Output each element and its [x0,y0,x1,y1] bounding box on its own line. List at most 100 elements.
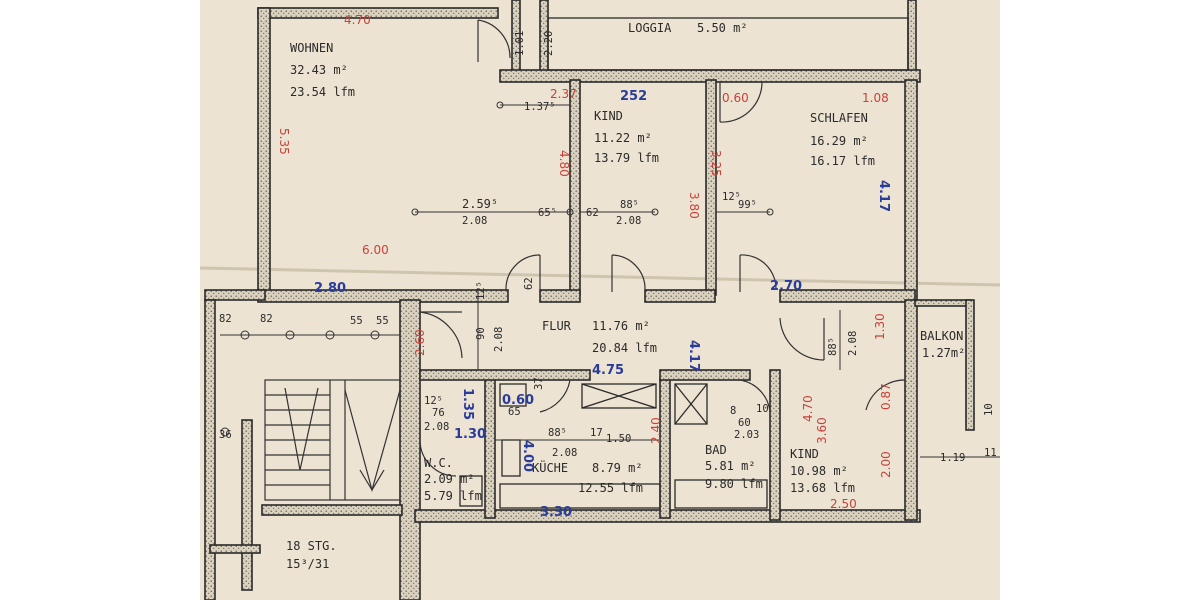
bad-area: 5.81 m² [705,459,756,473]
dim-37: 37 [533,377,545,390]
dim-82a: 82 [219,313,232,325]
blue-060: 0.60 [502,393,534,408]
dim-55b: 55 [376,315,389,327]
dim-125c: 12⁵ [424,395,443,407]
wohnen-area: 32.43 m² [290,63,348,77]
red-250: 2.50 [830,497,857,511]
dim-220: 2.20 [543,31,555,56]
dim-101: 1.01 [514,31,526,56]
balkon-name: BALKON [920,329,963,343]
red-470: 4.70 [344,13,371,27]
flur-name: FLUR [542,319,572,333]
paper-fold [199,266,1001,287]
room-labels: LOGGIA 5.50 m² WOHNEN 32.43 m² 23.54 lfm… [286,21,965,571]
wohnen-name: WOHNEN [290,41,333,55]
dim-125b: 12⁵ [475,281,487,300]
dim-208f: 2.08 [552,447,577,459]
kueche-name: KÜCHE [532,459,568,475]
dim-2595: 2.59⁵ [462,197,498,211]
doors [419,19,906,477]
dim-208e: 2.08 [424,421,449,433]
red-annotations: 4.70 2.37 0.60 1.08 5.35 4.80 3.25 3.80 … [277,13,893,511]
dim-655: 65⁵ [538,207,557,219]
red-060: 0.60 [722,91,749,105]
flur-lfm: 20.84 lfm [592,341,657,355]
dim-119: 1.19 [940,452,965,464]
red-360: 3.60 [815,417,829,444]
dimension-lines [220,101,1000,458]
stairs-name: 18 STG. [286,539,337,553]
blue-annotations: 252 4.75 2.70 3.30 4.17 4.17 1.35 1.30 4… [314,89,891,520]
red-237: 2.37 [550,87,577,101]
dim-65: 65 [508,406,521,418]
blue-135: 1.35 [460,388,475,420]
dim-995: 99⁵ [738,199,757,211]
blue-475: 4.75 [592,363,624,378]
red-130: 1.30 [873,313,887,340]
loggia-outline [547,17,909,71]
blue-417b: 4.17 [876,180,891,212]
schlafen-area: 16.29 m² [810,134,868,148]
bad-name: BAD [705,443,727,457]
dim-17: 17 [590,427,603,439]
blue-130: 1.30 [454,427,486,442]
balkon-area: 1.27m² [922,346,965,360]
kueche-area: 8.79 m² [592,461,643,475]
red-480: 4.80 [557,150,571,177]
loggia-name: LOGGIA [628,21,672,35]
dim-8: 8 [730,405,736,417]
blue-417: 4.17 [686,340,701,372]
blue-270: 2.70 [770,279,802,294]
staircase [264,379,401,501]
blue-280: 2.80 [314,281,346,296]
red-200: 2.00 [879,451,893,478]
dim-11: 11 [984,447,997,459]
kind2-area: 10.98 m² [790,464,848,478]
dim-885c: 88⁵ [548,427,567,439]
flur-area: 11.76 m² [592,319,650,333]
schlafen-name: SCHLAFEN [810,111,868,125]
blue-400: 4.00 [520,440,535,472]
dim-203: 2.03 [734,429,759,441]
red-380: 3.80 [687,192,701,219]
blue-252: 252 [620,89,647,104]
blue-330: 3.30 [540,505,572,520]
wc-area: 2.09 m² [424,472,475,486]
schlafen-lfm: 16.17 lfm [810,154,875,168]
dim-208b: 2.08 [616,215,641,227]
kind1-area: 11.22 m² [594,131,652,145]
dim-885a: 88⁵ [620,199,639,211]
dim-36: 36 [219,429,232,441]
dim-60: 60 [738,417,751,429]
dim-208d: 2.08 [847,331,859,356]
dim-62: 62 [586,207,599,219]
red-535: 5.35 [277,128,291,155]
kind1-lfm: 13.79 lfm [594,151,659,165]
dim-1375: 1.37⁵ [524,101,556,113]
bad-lfm: 9.80 lfm [705,477,763,491]
red-240: 2.40 [649,417,663,444]
dim-76: 76 [432,407,445,419]
loggia-area: 5.50 m² [697,21,748,35]
wc-name: W.C. [424,456,453,470]
dim-10: 10 [756,403,769,415]
dim-208c: 2.08 [493,327,505,352]
kind2-lfm: 13.68 lfm [790,481,855,495]
dim-885b: 88⁵ [827,337,839,356]
fixtures [459,383,768,509]
dim-208a: 2.08 [462,215,487,227]
dim-10b: 10 [983,403,995,416]
dim-150: 1.50 [606,433,631,445]
dimension-labels: 1.01 2.20 1.37⁵ 2.59⁵ 2.08 65⁵ 62 88⁵ 2.… [219,31,997,464]
red-325: 3.25 [709,150,723,177]
red-600: 6.00 [362,243,389,257]
kueche-lfm: 12.55 lfm [578,481,643,495]
dim-62b: 62 [523,277,535,290]
kind2-name: KIND [790,447,819,461]
red-470b: 4.70 [801,395,815,422]
wohnen-lfm: 23.54 lfm [290,85,355,99]
dim-90: 90 [475,327,487,340]
dim-55a: 55 [350,315,363,327]
red-087: 0.87 [879,383,893,410]
